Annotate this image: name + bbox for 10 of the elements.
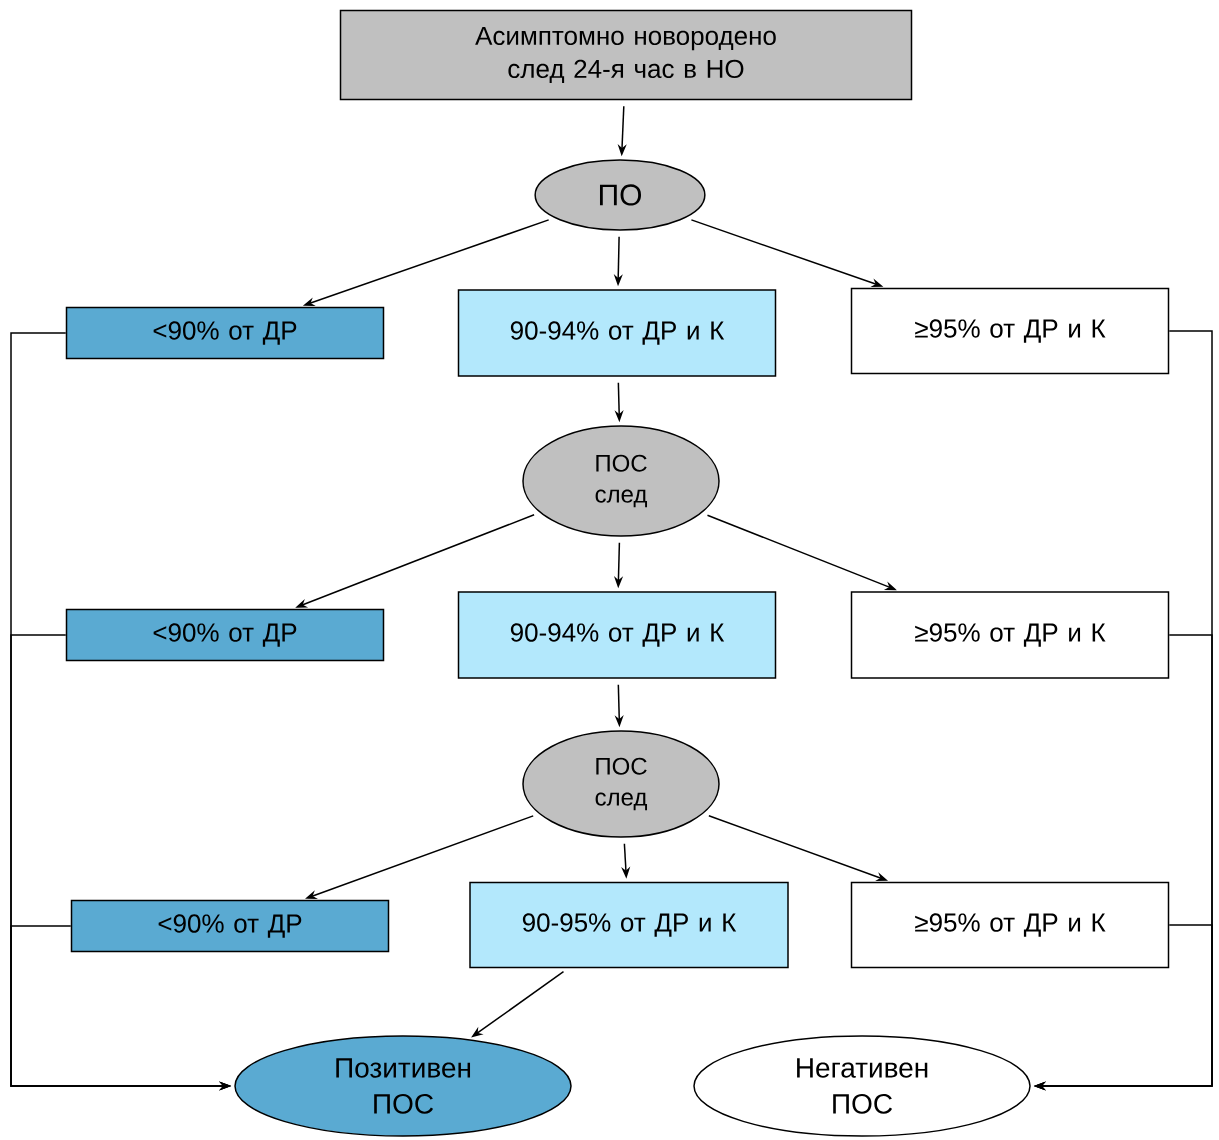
start-box: Асимптомно новородено след 24-я час в НО <box>339 9 913 101</box>
result-box: 90-94% от ДР и К <box>457 591 777 679</box>
result-box: ≥95% от ДР и К <box>850 881 1170 969</box>
result-box: 90-94% от ДР и К <box>457 289 777 377</box>
result-box: <90% от ДР <box>65 306 385 360</box>
result-box: 90-95% от ДР и К <box>469 881 789 969</box>
result-box: <90% от ДР <box>70 899 390 953</box>
result-box: ≥95% от ДР и К <box>850 591 1170 679</box>
result-box: ≥95% от ДР и К <box>850 287 1170 375</box>
result-box: <90% от ДР <box>65 608 385 662</box>
